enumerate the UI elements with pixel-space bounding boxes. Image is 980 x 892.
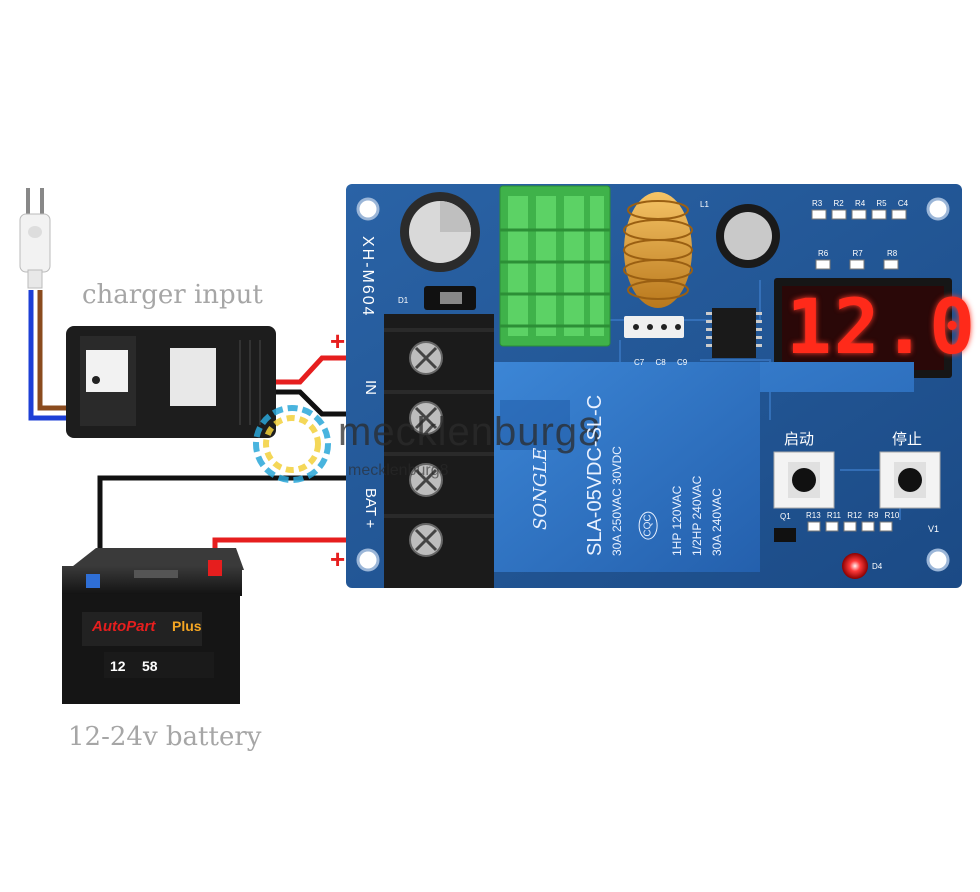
v1-label: V1 (928, 524, 940, 534)
stop-button-hardware (879, 451, 941, 509)
r9-label: R9 (868, 511, 879, 520)
r2-label: R2 (833, 199, 844, 208)
battery-plus-badge: Plus (172, 618, 202, 634)
terminal-in-label: IN (362, 380, 379, 395)
voltage-display: 12.0 (786, 282, 978, 371)
battery-capacity: 58 (142, 658, 158, 674)
watermark-subtext: mecklenburg8 (348, 462, 449, 479)
stop-button-label: 停止 (892, 430, 923, 448)
start-button-hardware (773, 451, 835, 509)
c8-label: C8 (655, 358, 666, 367)
battery-caption: 12-24v battery (68, 722, 262, 752)
relay-rating-2: 1HP 120VAC (670, 485, 684, 556)
r11-label: R11 (826, 511, 842, 520)
c7-label: C7 (634, 358, 645, 367)
relay-rating-4: 30A 240VAC (710, 488, 724, 556)
relay-rating-3: 1/2HP 240VAC (690, 475, 704, 556)
start-button-label: 启动 (784, 430, 815, 448)
r5-label: R5 (876, 199, 887, 208)
controller-board (346, 184, 962, 588)
r3-label: R3 (812, 199, 823, 208)
r6-label: R6 (818, 249, 829, 258)
battery-brand: AutoPart (92, 618, 156, 635)
terminal-bat-label: BAT (362, 488, 379, 517)
c9-label: C9 (676, 358, 688, 367)
r12-label: R12 (847, 511, 862, 520)
led-label: D4 (872, 562, 883, 571)
relay (492, 362, 914, 572)
terminal-block (384, 314, 494, 588)
r8-label: R8 (886, 249, 898, 258)
l1-label: L1 (700, 200, 709, 209)
relay-rating-1: 30A 250VAC 30VDC (610, 446, 624, 556)
watermark-logo (253, 405, 331, 483)
battery (62, 548, 244, 704)
r4-label: R4 (854, 199, 866, 208)
d1-label: D1 (398, 296, 409, 305)
charger-plus-sign: + (330, 326, 346, 356)
relay-model: SLA-05VDC-SL-C (584, 394, 606, 556)
relay-cqc-logo: CQC (638, 511, 658, 540)
board-model-label: XH-M604 (359, 236, 376, 318)
relay-markings: SONGLE SLA-05VDC-SL-C 30A 250VAC 30VDC C… (530, 380, 750, 560)
charger (66, 326, 276, 438)
watermark-text: mecklenburg8 (338, 410, 602, 454)
ac-plug (19, 188, 51, 289)
battery-voltage: 12 (110, 658, 126, 674)
charger-input-caption: charger input (82, 280, 263, 310)
r7-label: R7 (852, 249, 863, 258)
q1-label: Q1 (780, 512, 791, 521)
r13-label: R13 (806, 511, 821, 520)
battery-plus-sign: + (330, 544, 346, 574)
c4-label: C4 (897, 199, 909, 208)
relay-brand: SONGLE (530, 447, 551, 530)
r10-label: R10 (884, 511, 900, 520)
terminal-bat-plus: + (366, 516, 375, 533)
